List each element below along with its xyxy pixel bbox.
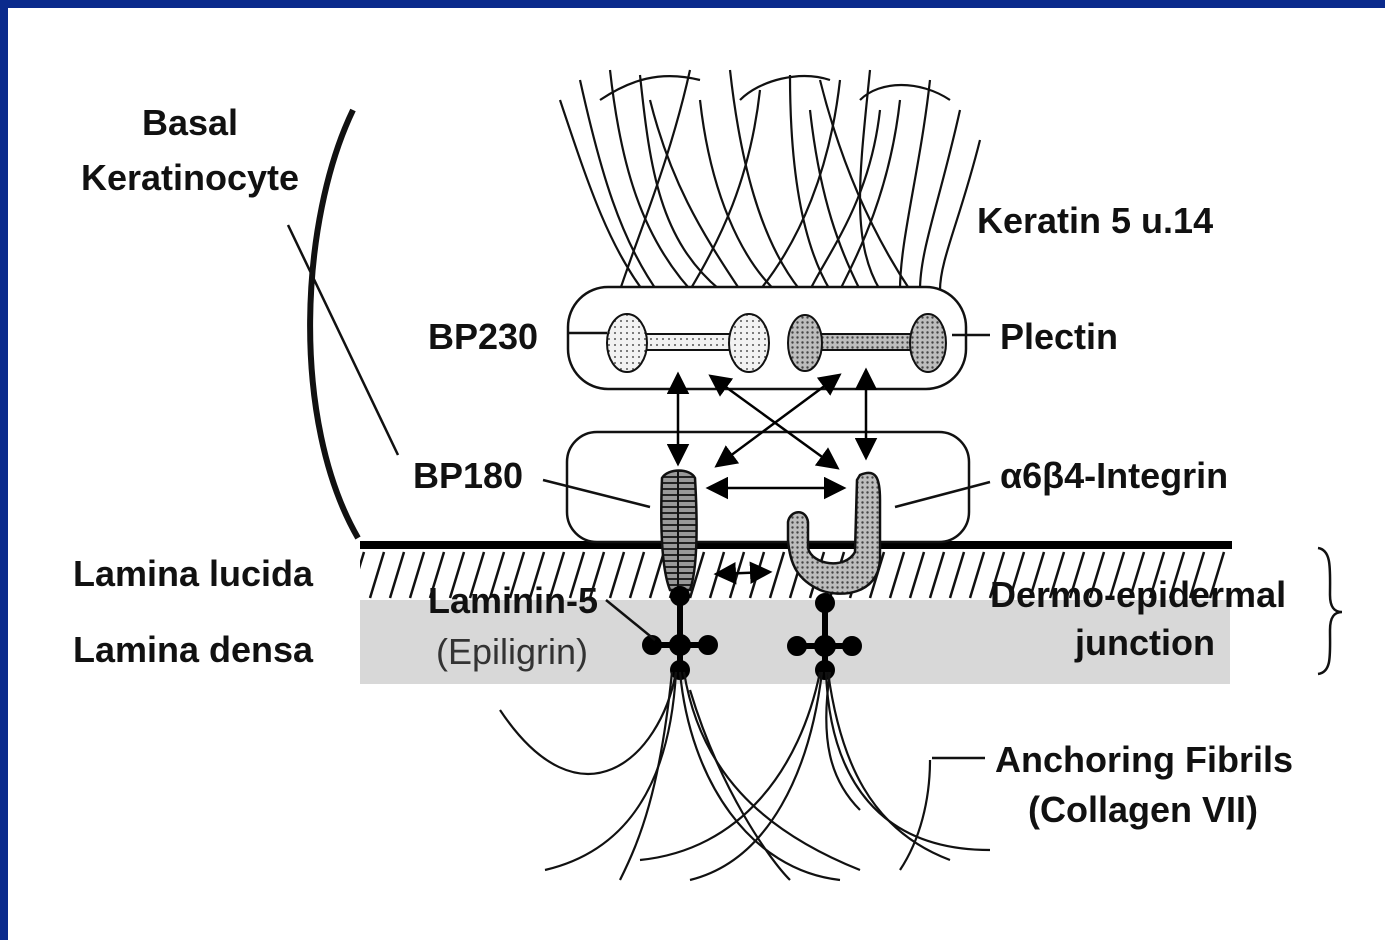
bp180-molecule [661,470,696,590]
label-integrin: α6β4-Integrin [1000,455,1228,496]
label-dej-line1: Dermo-epidermal [990,574,1286,615]
dej-bracket [1318,548,1342,674]
label-epiligrin: (Epiligrin) [436,631,588,672]
hatch-mark [910,552,924,598]
hatch-mark [730,552,744,598]
hatch-mark [610,552,624,598]
label-anchoring-fibrils: Anchoring Fibrils [995,739,1293,780]
hatch-mark [930,552,944,598]
anchoring-fibrils [500,672,990,880]
hatch-mark [350,552,364,598]
label-keratin: Keratin 5 u.14 [977,200,1213,241]
hatch-mark [370,552,384,598]
label-dej-line2: junction [1074,622,1215,663]
hatch-mark [890,552,904,598]
hatch-mark [650,552,664,598]
hatch-mark [630,552,644,598]
label-bp180: BP180 [413,455,523,496]
label-bp230: BP230 [428,316,538,357]
label-laminin: Laminin-5 [428,580,598,621]
keratin-filaments [560,70,980,300]
label-plectin: Plectin [1000,316,1118,357]
hatch-mark [750,552,764,598]
diagram-frame: Basal Keratinocyte Keratin 5 u.14 BP230 … [8,8,1385,940]
hatch-mark [390,552,404,598]
label-basal: Basal [142,102,238,143]
label-lamina-lucida: Lamina lucida [73,553,314,594]
label-collagen: (Collagen VII) [1028,789,1258,830]
hatch-mark [410,552,424,598]
label-keratinocyte: Keratinocyte [81,157,299,198]
hatch-mark [950,552,964,598]
label-lamina-densa: Lamina densa [73,629,314,670]
hemidesmosome-diagram: Basal Keratinocyte Keratin 5 u.14 BP230 … [8,8,1385,940]
hatch-mark [970,552,984,598]
hatch-mark [770,552,784,598]
